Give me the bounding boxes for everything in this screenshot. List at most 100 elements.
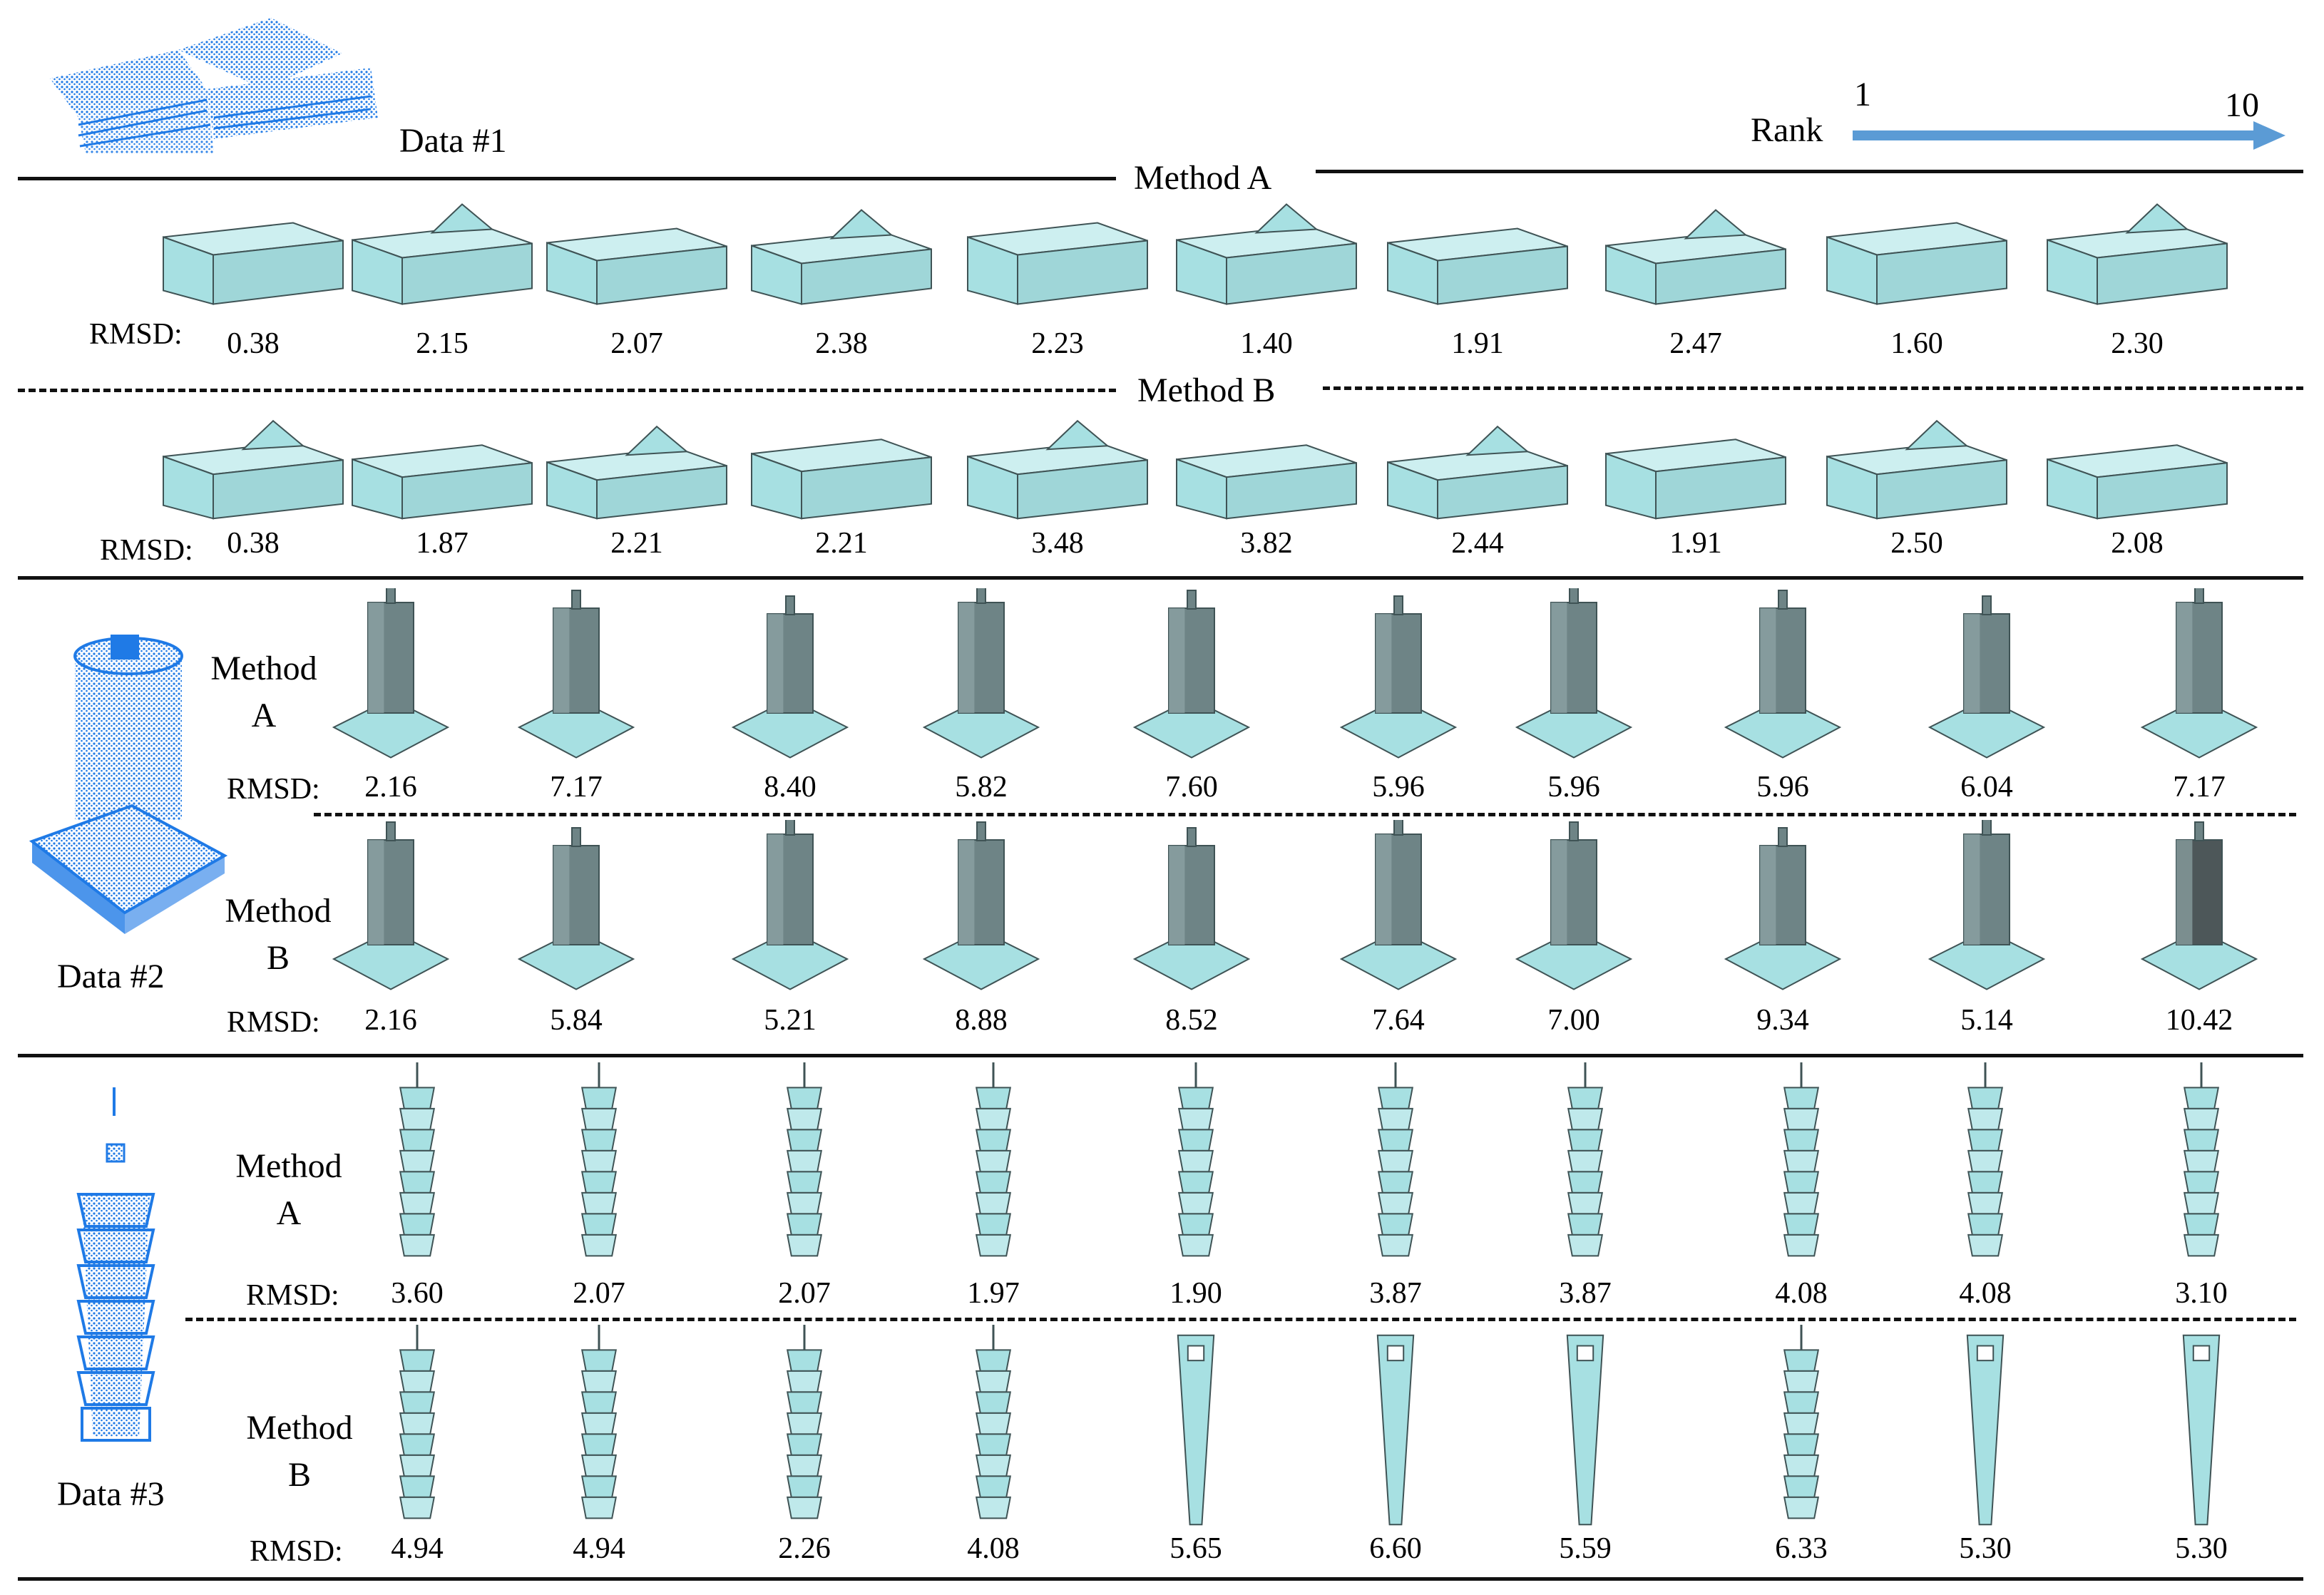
block1-divider-right [1323, 386, 2303, 390]
block2-method-b-rmsd-3: 5.21 [764, 1004, 817, 1037]
block1-method-a-rmsd-10: 2.30 [2111, 327, 2164, 360]
block1-method-a-model-5 [967, 222, 1148, 305]
block2-method-a-model-7 [1515, 588, 1633, 759]
block3-method-b-rmsd-9: 5.30 [1959, 1532, 2012, 1565]
rank-arrow [1853, 121, 2285, 150]
block2-method-a-model-1 [332, 588, 450, 759]
block3-method-a-model-8 [1783, 1062, 1820, 1257]
block3-method-a-rmsd-3: 2.07 [778, 1277, 831, 1310]
block2-method-a-model-9 [1928, 595, 2046, 759]
block2-method-a-model-6 [1339, 595, 1458, 759]
block1-method-b-model-2 [352, 444, 533, 520]
block1-top-rule-left [18, 177, 1116, 180]
block3-method-b-rmsd-3: 2.26 [778, 1532, 831, 1565]
block1-method-a-model-1 [163, 222, 344, 305]
block1-method-a-rmsd-6: 1.40 [1240, 327, 1293, 360]
block1-method-a-model-7 [1387, 227, 1568, 305]
block1-method-a-model-6 [1176, 203, 1357, 305]
block2-method-a-rmsd-10: 7.17 [2173, 771, 2226, 804]
block2-method-a-model-5 [1132, 590, 1251, 759]
block2-method-b-model-7 [1515, 821, 1633, 990]
block2-method-a-model-3 [731, 595, 849, 759]
block3-method-b-model-7 [1566, 1334, 1604, 1526]
block3-method-a-rmsd-7: 3.87 [1559, 1277, 1612, 1310]
block2-method-b-model-4 [922, 821, 1040, 990]
block1-method-b-model-4 [751, 439, 932, 520]
block2-method-a-model-10 [2140, 588, 2258, 759]
block2-method-a-rmsd-7: 5.96 [1547, 771, 1600, 804]
block3-divider [185, 1318, 2296, 1321]
block3-method-a-model-10 [2183, 1062, 2220, 1257]
block3-method-a-model-5 [1177, 1062, 1214, 1257]
block2-method-b-rmsd-6: 7.64 [1372, 1004, 1425, 1037]
block2-method-a-label: Method A [210, 650, 317, 734]
data2-label: Data #2 [57, 958, 165, 995]
block2-bottom-rule [18, 1054, 2303, 1057]
block1-method-b-model-5 [967, 419, 1148, 520]
block2-method-b-label: Method B [225, 892, 332, 977]
block3-method-b-rmsd-2: 4.94 [573, 1532, 625, 1565]
block1-method-a-model-8 [1605, 209, 1786, 305]
block3-method-a-rmsd-9: 4.08 [1959, 1277, 2012, 1310]
block2-method-b-rmsd-4: 8.88 [955, 1004, 1008, 1037]
block2-method-a-rmsd-2: 7.17 [550, 771, 603, 804]
block2-method-b-model-10 [2140, 821, 2258, 990]
block2-method-a-rmsd-1: 2.16 [364, 771, 417, 804]
block3-method-b-model-5 [1177, 1334, 1215, 1526]
data3-label: Data #3 [57, 1475, 165, 1513]
block2-method-a-model-4 [922, 588, 1040, 759]
block1-method-b-model-6 [1176, 444, 1357, 520]
block1-method-a-model-4 [751, 209, 932, 305]
block2-method-b-rmsd-5: 8.52 [1165, 1004, 1218, 1037]
block3-method-a-rmsd-5: 1.90 [1169, 1277, 1222, 1310]
block1-method-a-rmsd-7: 1.91 [1451, 327, 1504, 360]
block3-method-b-rmsd-6: 6.60 [1369, 1532, 1422, 1565]
block1-method-b-model-10 [2047, 444, 2228, 520]
block2-method-a-rmsd-6: 5.96 [1372, 771, 1425, 804]
block1-divider-left [18, 389, 1116, 392]
block1-method-a-rmsd-5: 2.23 [1031, 327, 1084, 360]
block1-a-rmsd-label: RMSD: [89, 318, 183, 351]
block3-method-b-model-2 [580, 1325, 618, 1519]
block3-method-b-rmsd-5: 5.65 [1169, 1532, 1222, 1565]
block3-method-a-model-3 [786, 1062, 823, 1257]
block1-method-a-model-3 [546, 227, 727, 305]
block1-method-a-rmsd-1: 0.38 [227, 327, 280, 360]
data3-point-cloud [76, 1087, 155, 1442]
block3-method-b-label: Method B [246, 1409, 353, 1494]
block2-method-b-model-1 [332, 821, 450, 990]
block1-method-a-rmsd-9: 1.60 [1890, 327, 1943, 360]
block3-method-a-model-2 [580, 1062, 618, 1257]
block3-method-b-model-3 [786, 1325, 823, 1519]
block1-method-a-rmsd-4: 2.38 [815, 327, 868, 360]
block3-method-b-rmsd-1: 4.94 [391, 1532, 444, 1565]
block2-method-a-model-8 [1724, 590, 1842, 759]
block3-method-b-model-1 [399, 1325, 436, 1519]
block1-method-b-rmsd-2: 1.87 [416, 527, 469, 560]
block3-method-a-rmsd-1: 3.60 [391, 1277, 444, 1310]
block2-method-b-model-9 [1928, 820, 2046, 990]
block3-method-a-model-4 [975, 1062, 1012, 1257]
block1-method-b-rmsd-9: 2.50 [1890, 527, 1943, 560]
block2-method-b-model-8 [1724, 827, 1842, 990]
block2-method-b-model-5 [1132, 827, 1251, 990]
block3-bottom-rule [18, 1577, 2303, 1581]
block3-method-b-model-9 [1966, 1334, 2005, 1526]
block2-method-b-rmsd-8: 9.34 [1756, 1004, 1809, 1037]
block3-method-b-model-10 [2182, 1334, 2221, 1526]
block1-method-b-rmsd-6: 3.82 [1240, 527, 1293, 560]
block3-method-a-rmsd-8: 4.08 [1775, 1277, 1828, 1310]
block1-method-a-model-9 [1826, 222, 2007, 305]
block2-method-a-rmsd-5: 7.60 [1165, 771, 1218, 804]
block3-method-a-rmsd-6: 3.87 [1369, 1277, 1422, 1310]
block2-method-a-rmsd-3: 8.40 [764, 771, 817, 804]
block2-method-a-rmsd-4: 5.82 [955, 771, 1008, 804]
block2-method-b-rmsd-9: 5.14 [1960, 1004, 2013, 1037]
block1-method-a-rmsd-3: 2.07 [610, 327, 663, 360]
rank-end: 10 [2225, 86, 2259, 124]
block2-divider [314, 813, 2296, 816]
rank-label: Rank [1751, 111, 1823, 149]
block1-method-a-rmsd-8: 2.47 [1669, 327, 1722, 360]
block1-bottom-rule [18, 576, 2303, 580]
block3-method-a-rmsd-4: 1.97 [967, 1277, 1020, 1310]
